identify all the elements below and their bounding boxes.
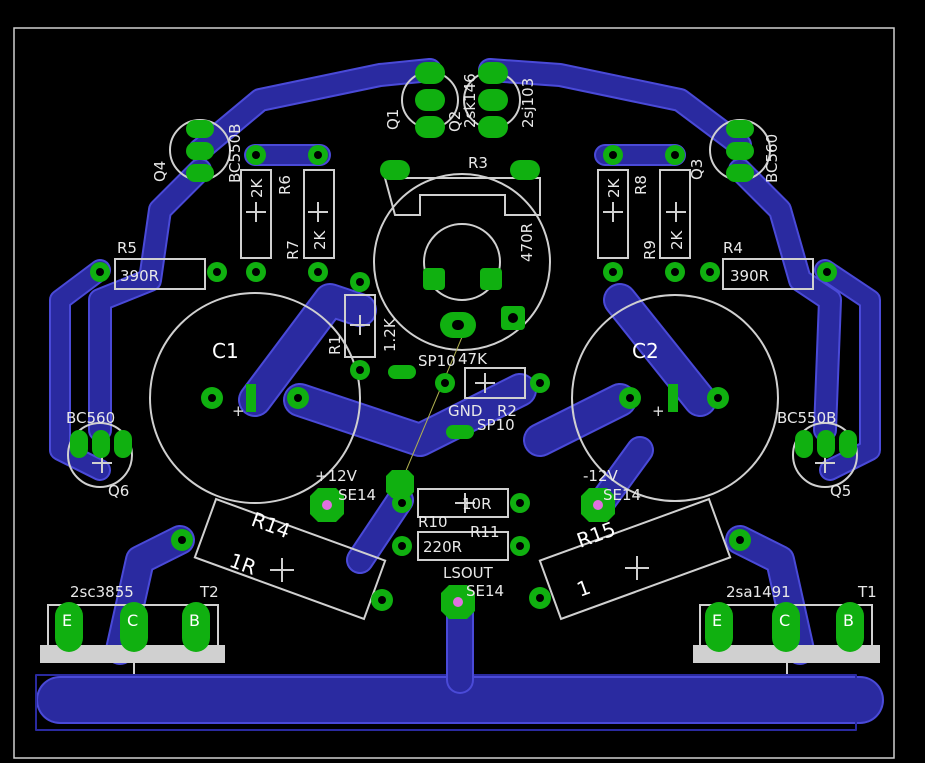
label-q1-part: 2sk146 xyxy=(461,73,479,128)
label-r4-val: 390R xyxy=(730,267,769,285)
label-r5-val: 390R xyxy=(120,267,159,285)
label-r15-val: 1 xyxy=(574,575,594,602)
q3-pads xyxy=(726,120,754,182)
label-t2-part: 2sc3855 xyxy=(70,583,134,601)
t2-pin-b: B xyxy=(189,611,200,630)
label-q2: Q2 xyxy=(446,111,464,132)
label-r2-val: 47K xyxy=(458,350,488,368)
label-q3: Q3 xyxy=(688,159,706,180)
labels: Q1 Q2 2sk146 2sj103 Q4 BC550B Q3 BC560 R… xyxy=(62,73,877,630)
label-plus-a: + xyxy=(232,402,245,420)
label-r6-val: 2K xyxy=(248,177,266,198)
label-plus-b: + xyxy=(652,402,665,420)
label-r1: R1 xyxy=(326,335,344,355)
board-outline xyxy=(13,27,895,759)
label-q4-part: BC550B xyxy=(226,124,244,183)
t2-pin-e: E xyxy=(62,611,72,630)
label-plus12: +12V xyxy=(315,467,358,485)
t2-pads xyxy=(55,602,210,652)
label-se-b: SE14 xyxy=(603,486,641,504)
r3-trimmer-outline xyxy=(373,173,551,351)
airwire xyxy=(399,317,471,486)
t1-pads xyxy=(705,602,864,652)
label-t2: T2 xyxy=(199,583,219,601)
label-r8-val: 2K xyxy=(605,177,623,198)
label-r3-val: 470R xyxy=(518,223,536,262)
round-pads xyxy=(90,145,837,611)
pads xyxy=(55,62,864,652)
label-r14: R14 xyxy=(248,507,293,543)
label-r3: R3 xyxy=(468,154,488,172)
r3-pads xyxy=(380,160,540,338)
label-r7-val: 2K xyxy=(311,229,329,250)
label-r8: R8 xyxy=(632,175,650,195)
copper-traces xyxy=(35,58,884,731)
label-r2: R2 xyxy=(497,402,517,420)
label-r7: R7 xyxy=(284,240,302,260)
label-r11: R11 xyxy=(470,523,500,541)
label-r14-val: 1R xyxy=(226,548,259,580)
label-r9: R9 xyxy=(641,240,659,260)
label-c1: C1 xyxy=(212,339,239,363)
label-se-c: SE14 xyxy=(466,582,504,600)
q1-pads xyxy=(415,62,445,138)
t2-pin-c: C xyxy=(127,611,138,630)
label-q2-part: 2sj103 xyxy=(519,78,537,128)
label-r5: R5 xyxy=(117,239,137,257)
label-sp-b: SP10 xyxy=(477,416,515,434)
q5-pads xyxy=(795,430,857,458)
label-r15: R15 xyxy=(574,517,619,553)
label-q6-part: BC560 xyxy=(66,409,115,427)
label-t1-part: 2sa1491 xyxy=(726,583,791,601)
label-q5: Q5 xyxy=(830,482,851,500)
label-gnd: GND xyxy=(448,402,482,420)
label-t1: T1 xyxy=(857,583,877,601)
label-r10: R10 xyxy=(418,513,448,531)
q6-pads xyxy=(70,430,132,458)
label-r4: R4 xyxy=(723,239,743,257)
label-c2: C2 xyxy=(632,339,659,363)
label-q1: Q1 xyxy=(384,109,402,130)
label-se-a: SE14 xyxy=(338,486,376,504)
t1-pin-e: E xyxy=(712,611,722,630)
label-r9-val: 2K xyxy=(668,229,686,250)
label-q6: Q6 xyxy=(108,482,129,500)
label-q5-part: BC550B xyxy=(777,409,836,427)
c1-outline xyxy=(149,292,361,504)
label-q4: Q4 xyxy=(151,161,169,182)
q2-pads xyxy=(478,62,508,138)
label-sp-a: SP10 xyxy=(418,352,456,370)
t1-pin-b: B xyxy=(843,611,854,630)
q4-pads xyxy=(186,120,214,182)
c2-outline xyxy=(571,294,779,502)
label-minus12: -12V xyxy=(583,467,618,485)
label-lsout: LSOUT xyxy=(443,564,494,582)
label-q3-part: BC560 xyxy=(763,134,781,183)
se14-pads xyxy=(310,470,615,619)
label-r1-val: 1.2K xyxy=(381,317,399,352)
label-r11-val: 220R xyxy=(423,538,462,556)
t1-pin-c: C xyxy=(779,611,790,630)
label-r10-val: 10R xyxy=(462,495,492,513)
label-r6: R6 xyxy=(276,175,294,195)
